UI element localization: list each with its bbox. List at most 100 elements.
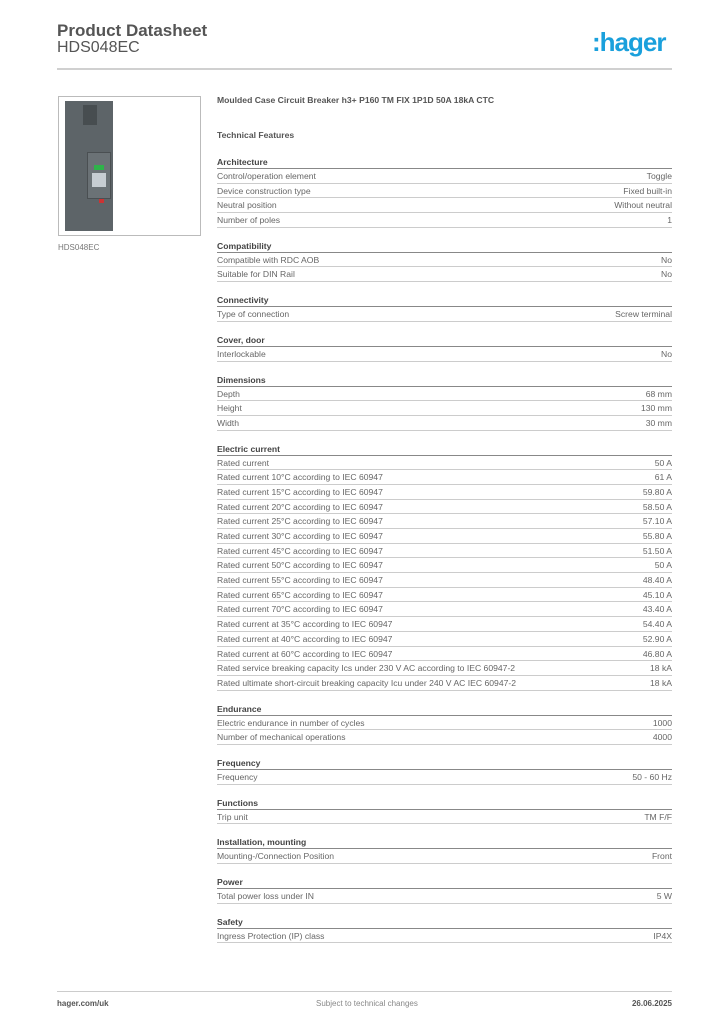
row-label: Electric endurance in number of cycles [217,717,365,728]
section-title: Power [217,875,672,889]
row-label: Rated current 50°C according to IEC 6094… [217,560,383,571]
row-value: 4000 [652,732,672,743]
table-row: Suitable for DIN Rail No [217,267,672,283]
header-title: Product Datasheet [57,21,208,40]
row-value: 5 W [656,891,672,901]
breaker-indicator [94,165,104,170]
row-value: Without neutral [614,200,672,211]
main-content: Moulded Case Circuit Breaker h3+ P160 TM… [217,95,672,944]
row-label: Control/operation element [217,171,316,181]
section-title: Frequency [217,756,672,770]
row-label: Rated current 25°C according to IEC 6094… [217,516,383,527]
row-value: 68 mm [645,388,672,399]
table-row: Rated current 20°C according to IEC 6094… [217,500,672,515]
footer-notice: Subject to technical changes [316,999,418,1008]
row-value: 61 A [654,472,672,483]
row-label: Type of connection [217,309,290,320]
row-label: Ingress Protection (IP) class [217,930,325,941]
row-value: 50 A [654,560,672,571]
row-label: Rated current 30°C according to IEC 6094… [217,531,383,541]
row-label: Depth [217,388,240,399]
row-value: 51.50 A [642,545,672,556]
row-label: Number of poles [217,215,281,226]
table-row: Rated current 45°C according to IEC 6094… [217,544,672,559]
table-row: Rated current at 35°C according to IEC 6… [217,617,672,632]
row-label: Compatible with RDC AOB [217,254,320,265]
row-label: Device construction type [217,185,311,196]
circuit-breaker-picture [65,101,113,231]
row-value: 45.10 A [642,589,672,600]
row-value: 130 mm [640,403,672,414]
row-label: Rated service breaking capacity Ics unde… [217,663,516,674]
table-row: Width 30 mm [217,416,672,431]
table-row: Rated current at 60°C according to IEC 6… [217,647,672,662]
row-label: Interlockable [217,348,266,359]
header-divider [57,68,672,70]
table-row: Rated current 25°C according to IEC 6094… [217,514,672,529]
row-value: 1 [667,215,672,226]
row-value: No [661,348,672,359]
row-value: Screw terminal [615,309,672,320]
row-label: Rated current 10°C according to IEC 6094… [217,472,383,483]
row-label: Mounting-/Connection Position [217,851,335,862]
row-label: Width [217,417,239,428]
row-value: 18 kA [650,677,672,688]
table-row: Rated current 10°C according to IEC 6094… [217,470,672,485]
section-title: Safety [217,915,672,929]
section-title: Cover, door [217,333,672,347]
product-title: Moulded Case Circuit Breaker h3+ P160 TM… [217,95,495,105]
table-row: Rated current 50°C according to IEC 6094… [217,558,672,574]
product-image [58,96,201,236]
row-label: Suitable for DIN Rail [217,269,295,280]
row-label: Rated ultimate short-circuit breaking ca… [217,677,517,688]
table-row: Number of poles 1 [217,213,672,228]
row-label: Rated current at 35°C according to IEC 6… [217,619,393,630]
row-label: Number of mechanical operations [217,732,346,743]
table-row: Rated current 30°C according to IEC 6094… [217,529,672,544]
breaker-slot [83,105,97,125]
table-row: Rated service breaking capacity Ics unde… [217,661,672,676]
section-title: Endurance [217,702,672,716]
row-label: Rated current at 40°C according to IEC 6… [217,633,393,644]
row-value: 58.50 A [642,501,672,512]
row-value: 30 mm [645,417,672,428]
table-row: Rated current 55°C according to IEC 6094… [217,573,672,588]
table-row: Rated ultimate short-circuit breaking ca… [217,676,672,691]
breaker-red-mark [99,199,104,203]
row-label: Rated current 65°C according to IEC 6094… [217,589,383,600]
row-label: Frequency [217,771,258,782]
row-value: No [661,269,672,280]
row-value: 48.40 A [642,575,672,586]
row-label: Rated current 55°C according to IEC 6094… [217,575,383,586]
row-value: 57.10 A [642,516,672,527]
technical-features-heading: Technical Features [217,130,295,140]
table-row: Rated current 65°C according to IEC 6094… [217,588,672,603]
row-label: Rated current 15°C according to IEC 6094… [217,486,383,497]
row-label: Rated current at 60°C according to IEC 6… [217,648,393,659]
table-row: Rated current 15°C according to IEC 6094… [217,485,672,500]
row-value: 43.40 A [642,604,672,615]
